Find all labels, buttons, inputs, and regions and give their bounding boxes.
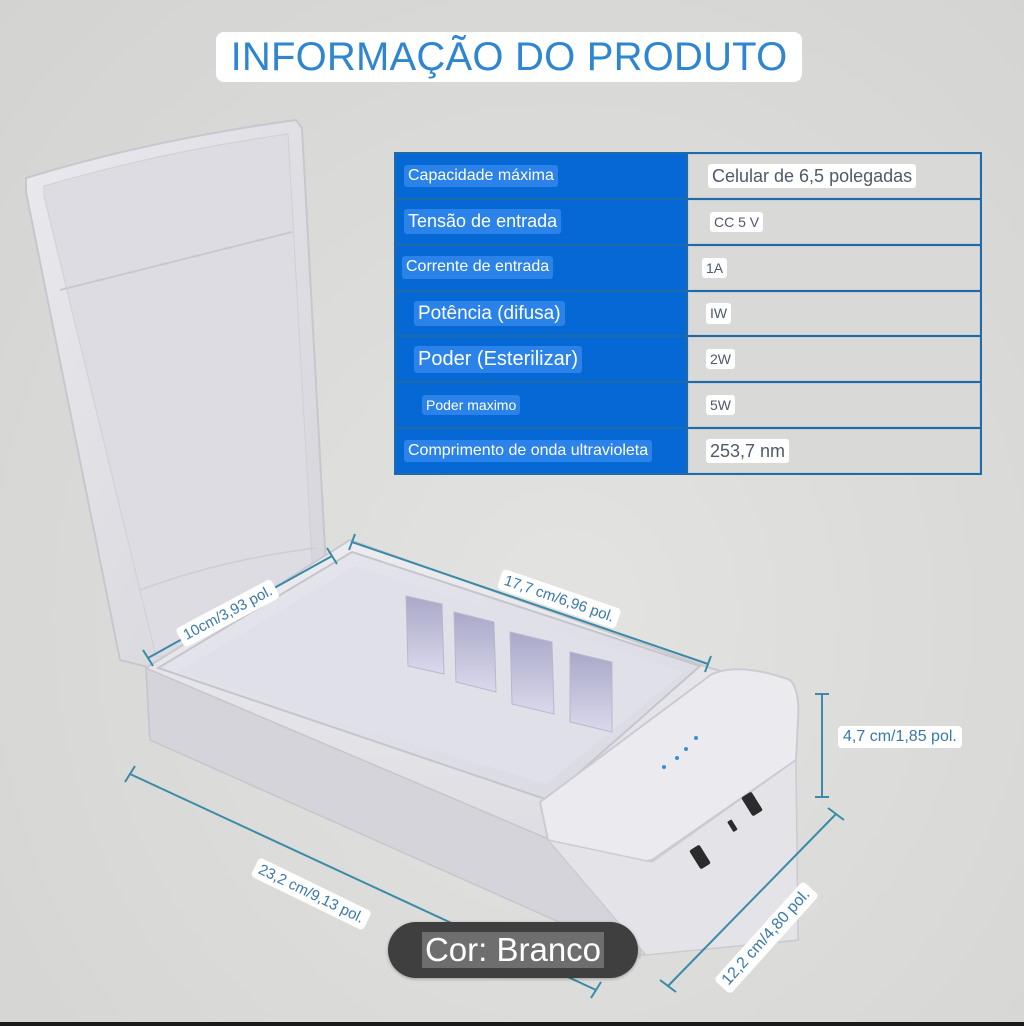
color-badge-text: Cor: Branco: [421, 931, 605, 969]
spec-value: 5W: [706, 395, 735, 416]
spec-label: Potência (difusa): [414, 300, 565, 327]
spec-label: Comprimento de onda ultravioleta: [404, 439, 653, 463]
spec-row-input-current: Corrente de entrada 1A: [396, 245, 980, 292]
bottom-edge: [0, 1022, 1024, 1026]
spec-label-cell: Poder maximo: [396, 383, 688, 428]
spec-value-cell: 2W: [688, 337, 980, 382]
spec-label-cell: Comprimento de onda ultravioleta: [396, 429, 688, 474]
spec-value: Celular de 6,5 polegadas: [708, 163, 917, 189]
spec-row-sterilize-power: Poder (Esterilizar) 2W: [396, 337, 980, 384]
spec-row-input-voltage: Tensão de entrada CC 5 V: [396, 199, 980, 246]
spec-label-cell: Poder (Esterilizar): [396, 337, 688, 382]
spec-table: Capacidade máxima Celular de 6,5 polegad…: [394, 152, 982, 475]
spec-value-cell: 5W: [688, 383, 980, 428]
dimension-height: 4,7 cm/1,85 pol.: [838, 726, 962, 748]
spec-label-cell: Potência (difusa): [396, 291, 688, 336]
spec-value-cell: 253,7 nm: [688, 429, 980, 474]
spec-value: 1A: [702, 257, 728, 278]
spec-value: CC 5 V: [710, 211, 764, 232]
page-title: INFORMAÇÃO DO PRODUTO: [216, 32, 802, 82]
spec-value: 2W: [706, 349, 735, 370]
spec-value-cell: IW: [688, 291, 980, 336]
spec-row-diffuse-power: Potência (difusa) IW: [396, 291, 980, 338]
spec-row-capacity: Capacidade máxima Celular de 6,5 polegad…: [396, 154, 980, 200]
spec-label: Tensão de entrada: [404, 209, 562, 235]
spec-value-cell: 1A: [688, 245, 980, 290]
spec-label: Corrente de entrada: [402, 256, 554, 279]
spec-value-cell: CC 5 V: [688, 199, 980, 244]
spec-row-max-power: Poder maximo 5W: [396, 383, 980, 430]
spec-label: Capacidade máxima: [404, 164, 558, 188]
color-badge: Cor: Branco: [388, 922, 638, 978]
spec-value: IW: [706, 303, 732, 324]
spec-value: 253,7 nm: [706, 438, 790, 464]
spec-label: Poder maximo: [422, 395, 521, 416]
spec-label-cell: Tensão de entrada: [396, 199, 688, 244]
spec-label: Poder (Esterilizar): [414, 345, 583, 373]
spec-label-cell: Capacidade máxima: [396, 154, 688, 198]
spec-label-cell: Corrente de entrada: [396, 245, 688, 290]
spec-row-uv-wavelength: Comprimento de onda ultravioleta 253,7 n…: [396, 429, 980, 474]
spec-value-cell: Celular de 6,5 polegadas: [688, 154, 980, 198]
